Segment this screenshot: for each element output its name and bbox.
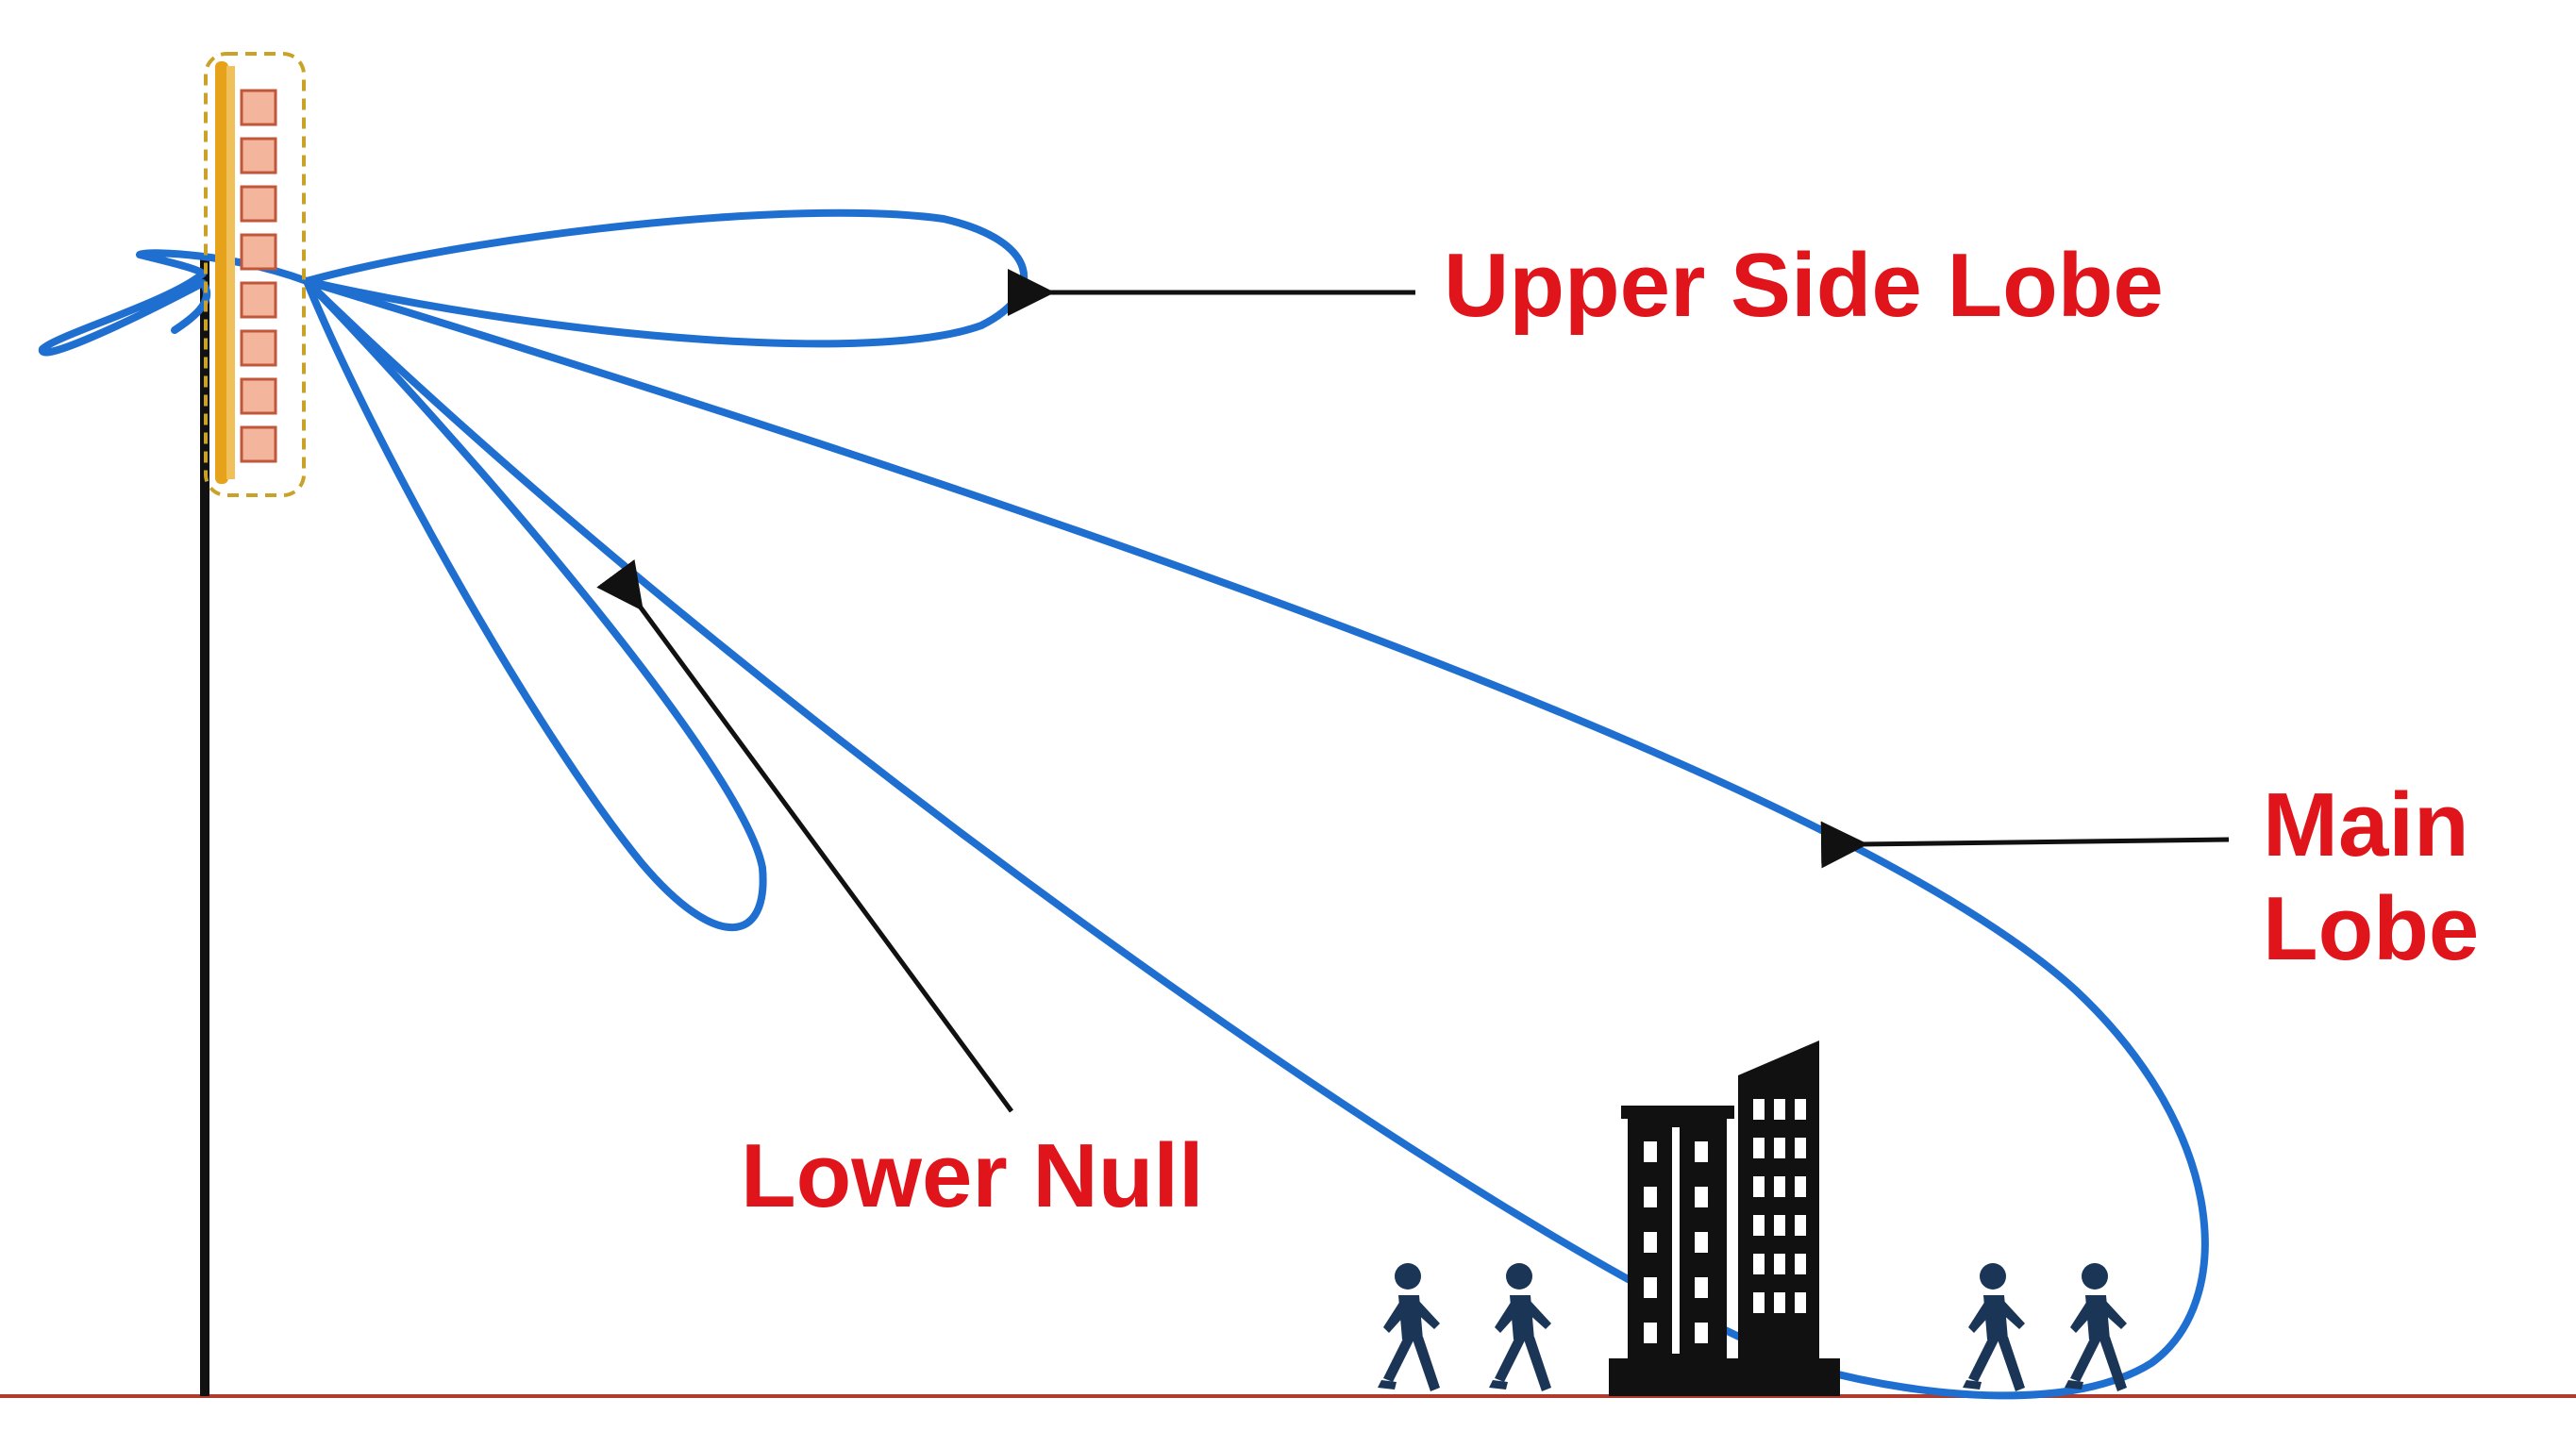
building-icon	[1609, 1040, 1840, 1396]
main-lobe-label-line1: Main	[2263, 774, 2469, 875]
main-lobe-arrow	[1820, 821, 2230, 869]
upper-side-lobe-label: Upper Side Lobe	[1444, 235, 2164, 336]
main-lobe	[303, 277, 2209, 1400]
lower-null-arrow	[596, 558, 1014, 1113]
antenna-panel-icon	[204, 52, 306, 497]
lower-side-lobe	[303, 277, 767, 932]
lower-null-label: Lower Null	[741, 1125, 1204, 1226]
antenna-mast	[200, 255, 209, 1396]
upper-side-lobe	[303, 208, 1029, 348]
main-lobe-label-line2: Lobe	[2263, 878, 2480, 979]
back-lobe	[38, 249, 310, 357]
main-lobe-label: Main Lobe	[2263, 774, 2479, 981]
